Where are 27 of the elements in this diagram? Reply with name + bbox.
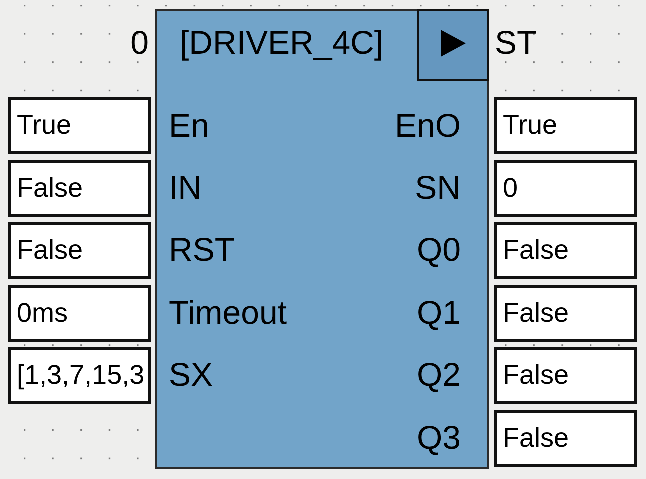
value-field: False [8, 222, 151, 279]
output-pin-label: SN [415, 170, 461, 204]
output-pin-label: Q2 [416, 358, 461, 392]
output-pin-label: EnO [394, 108, 461, 142]
output-pin-label: Q1 [416, 296, 461, 329]
value-field: False [494, 410, 637, 466]
input-pin-label: IN [169, 170, 202, 204]
value-field: True [494, 97, 637, 154]
side-label: ST [495, 26, 538, 59]
value-field: False [494, 222, 637, 279]
input-pin-label: En [169, 108, 210, 142]
value-field: False [494, 347, 637, 404]
input-pin-label: Timeout [169, 296, 287, 329]
run-button [417, 9, 489, 81]
output-pin-label: Q0 [416, 233, 461, 266]
number-label: 0 [130, 26, 149, 59]
block-title: [DRIVER_4C] [180, 26, 384, 59]
value-field: True [8, 97, 151, 154]
value-field: 0 [494, 160, 637, 216]
value-field: [1,3,7,15,3 [8, 347, 151, 404]
input-pin-label: SX [169, 358, 214, 392]
function-block [155, 9, 489, 469]
value-field: False [494, 284, 637, 342]
value-field: 0ms [8, 284, 151, 342]
output-pin-label: Q3 [416, 420, 461, 454]
input-pin-label: RST [169, 233, 235, 266]
value-field: False [8, 160, 151, 216]
